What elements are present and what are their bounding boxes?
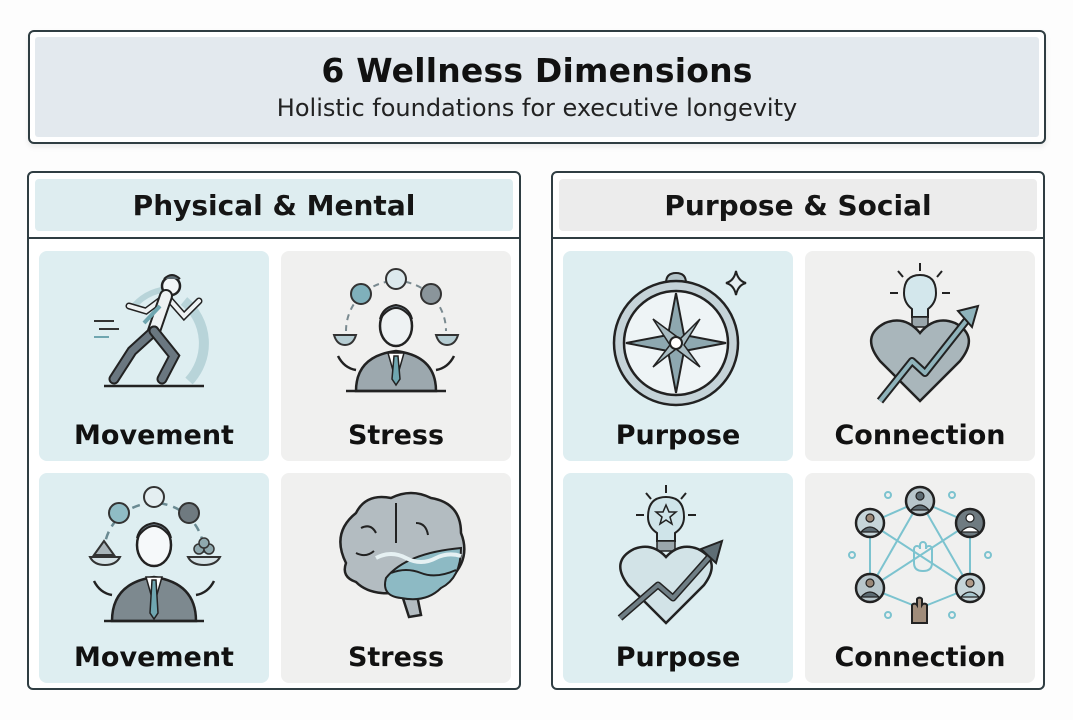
dimension-grid: Purpose Connection <box>563 251 1035 683</box>
tile-label: Connection <box>834 642 1006 673</box>
tile-label: Purpose <box>615 420 741 451</box>
dimension-tile-stress: Stress <box>281 251 511 461</box>
dimension-grid: Movement Stress <box>39 251 511 683</box>
panel-physical-mental: Physical & Mental <box>27 171 521 690</box>
star-lightbulb-heart-arrow-icon <box>617 485 724 625</box>
dimension-tile-connection: Connection <box>805 251 1035 461</box>
tile-label: Stress <box>347 420 445 451</box>
panel-title: Purpose & Social <box>559 179 1037 231</box>
tile-label: Movement <box>74 642 234 673</box>
dimension-tile-movement: Movement <box>39 251 269 461</box>
dimension-tile-purpose-2: Purpose <box>563 473 793 683</box>
people-network-icon <box>848 485 992 624</box>
title-banner: 6 Wellness Dimensions Holistic foundatio… <box>28 30 1046 144</box>
lightbulb-heart-arrow-icon <box>870 263 980 404</box>
tile-label: Purpose <box>615 642 741 673</box>
page-title: 6 Wellness Dimensions <box>321 51 753 91</box>
panel-header: Purpose & Social <box>553 173 1043 239</box>
tile-label: Stress <box>347 642 445 673</box>
tile-label: Connection <box>834 420 1006 451</box>
dimension-tile-movement-2: Movement <box>39 473 269 683</box>
balanced-man-icon <box>332 268 460 393</box>
dimension-tile-purpose: Purpose <box>563 251 793 461</box>
panel-purpose-social: Purpose & Social Purpose <box>551 171 1045 690</box>
tile-label: Movement <box>74 420 234 451</box>
title-banner-inner: 6 Wellness Dimensions Holistic foundatio… <box>35 37 1039 137</box>
juggling-balance-man-icon <box>88 486 222 623</box>
running-man-icon <box>94 274 209 388</box>
compass-icon <box>612 270 747 407</box>
panel-header: Physical & Mental <box>29 173 519 239</box>
panel-title: Physical & Mental <box>35 179 513 231</box>
dimension-tile-connection-2: Connection <box>805 473 1035 683</box>
brain-waves-icon <box>339 491 466 619</box>
page-subtitle: Holistic foundations for executive longe… <box>276 93 798 122</box>
dimension-tile-stress-2: Stress <box>281 473 511 683</box>
